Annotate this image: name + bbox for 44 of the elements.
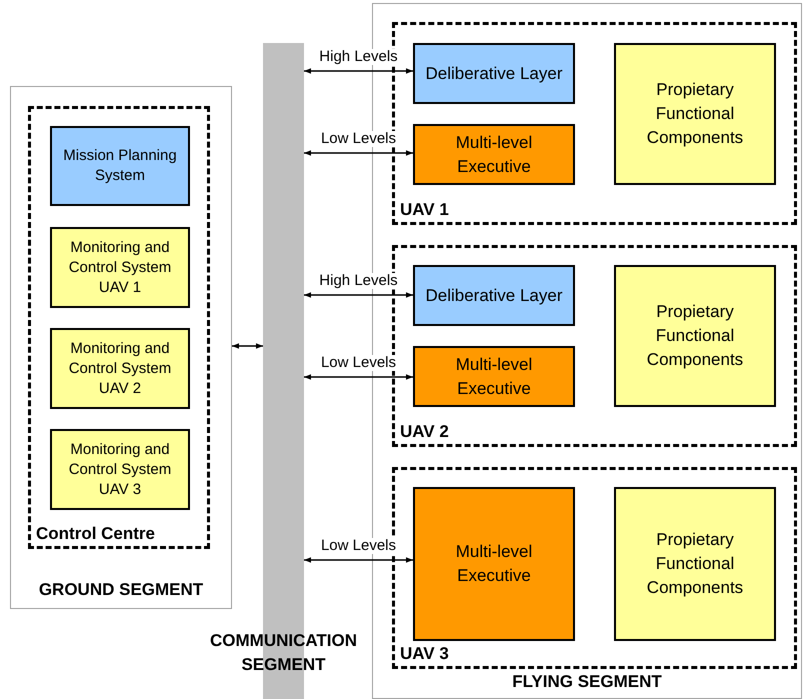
edge-label: Low Levels xyxy=(320,355,398,371)
box-label: Multi-level Executive xyxy=(454,541,534,587)
box-label: Monitoring and Control System UAV 2 xyxy=(68,338,172,398)
group-title: UAV 3 xyxy=(400,644,449,664)
edge-label: High Levels xyxy=(318,49,399,65)
component-box xyxy=(614,487,776,641)
layer-box xyxy=(413,265,575,326)
box-label: Monitoring and Control System UAV 1 xyxy=(68,238,172,298)
box-label: Propietary Functional Components xyxy=(646,301,744,371)
layer-box xyxy=(413,43,575,104)
box-label: Mission Planning System xyxy=(62,146,178,186)
layer-box xyxy=(413,124,575,185)
box-label: Propietary Functional Components xyxy=(646,529,744,599)
segment-panel xyxy=(10,86,232,609)
edge-label: Low Levels xyxy=(320,131,398,147)
segment-title: COMMUNICATION SEGMENT xyxy=(209,630,358,676)
system-box xyxy=(50,328,190,409)
system-box xyxy=(50,126,190,206)
group-title: Control Centre xyxy=(36,524,155,544)
double-arrow xyxy=(304,557,413,563)
double-arrow xyxy=(232,343,263,349)
system-box xyxy=(50,429,190,510)
edge-label: Low Levels xyxy=(320,538,398,554)
component-box xyxy=(614,43,776,185)
layer-box xyxy=(413,346,575,407)
dashed-group-frame xyxy=(28,106,210,549)
box-label: Multi-level Executive xyxy=(454,132,534,178)
box-label: Deliberative Layer xyxy=(424,62,564,84)
layer-box xyxy=(413,487,575,641)
group-title: UAV 1 xyxy=(400,200,449,220)
group-title: UAV 2 xyxy=(400,422,449,442)
segment-title: FLYING SEGMENT xyxy=(511,672,663,692)
double-arrow xyxy=(304,292,413,298)
box-label: Multi-level Executive xyxy=(454,354,534,400)
double-arrow xyxy=(304,374,413,380)
box-label: Deliberative Layer xyxy=(424,284,564,306)
component-box xyxy=(614,265,776,407)
box-label: Monitoring and Control System UAV 3 xyxy=(68,440,172,500)
double-arrow xyxy=(304,68,413,74)
segment-title: GROUND SEGMENT xyxy=(38,580,204,600)
system-box xyxy=(50,227,190,308)
double-arrow xyxy=(304,150,413,156)
box-label: Propietary Functional Components xyxy=(646,79,744,149)
edge-label: High Levels xyxy=(318,273,399,289)
